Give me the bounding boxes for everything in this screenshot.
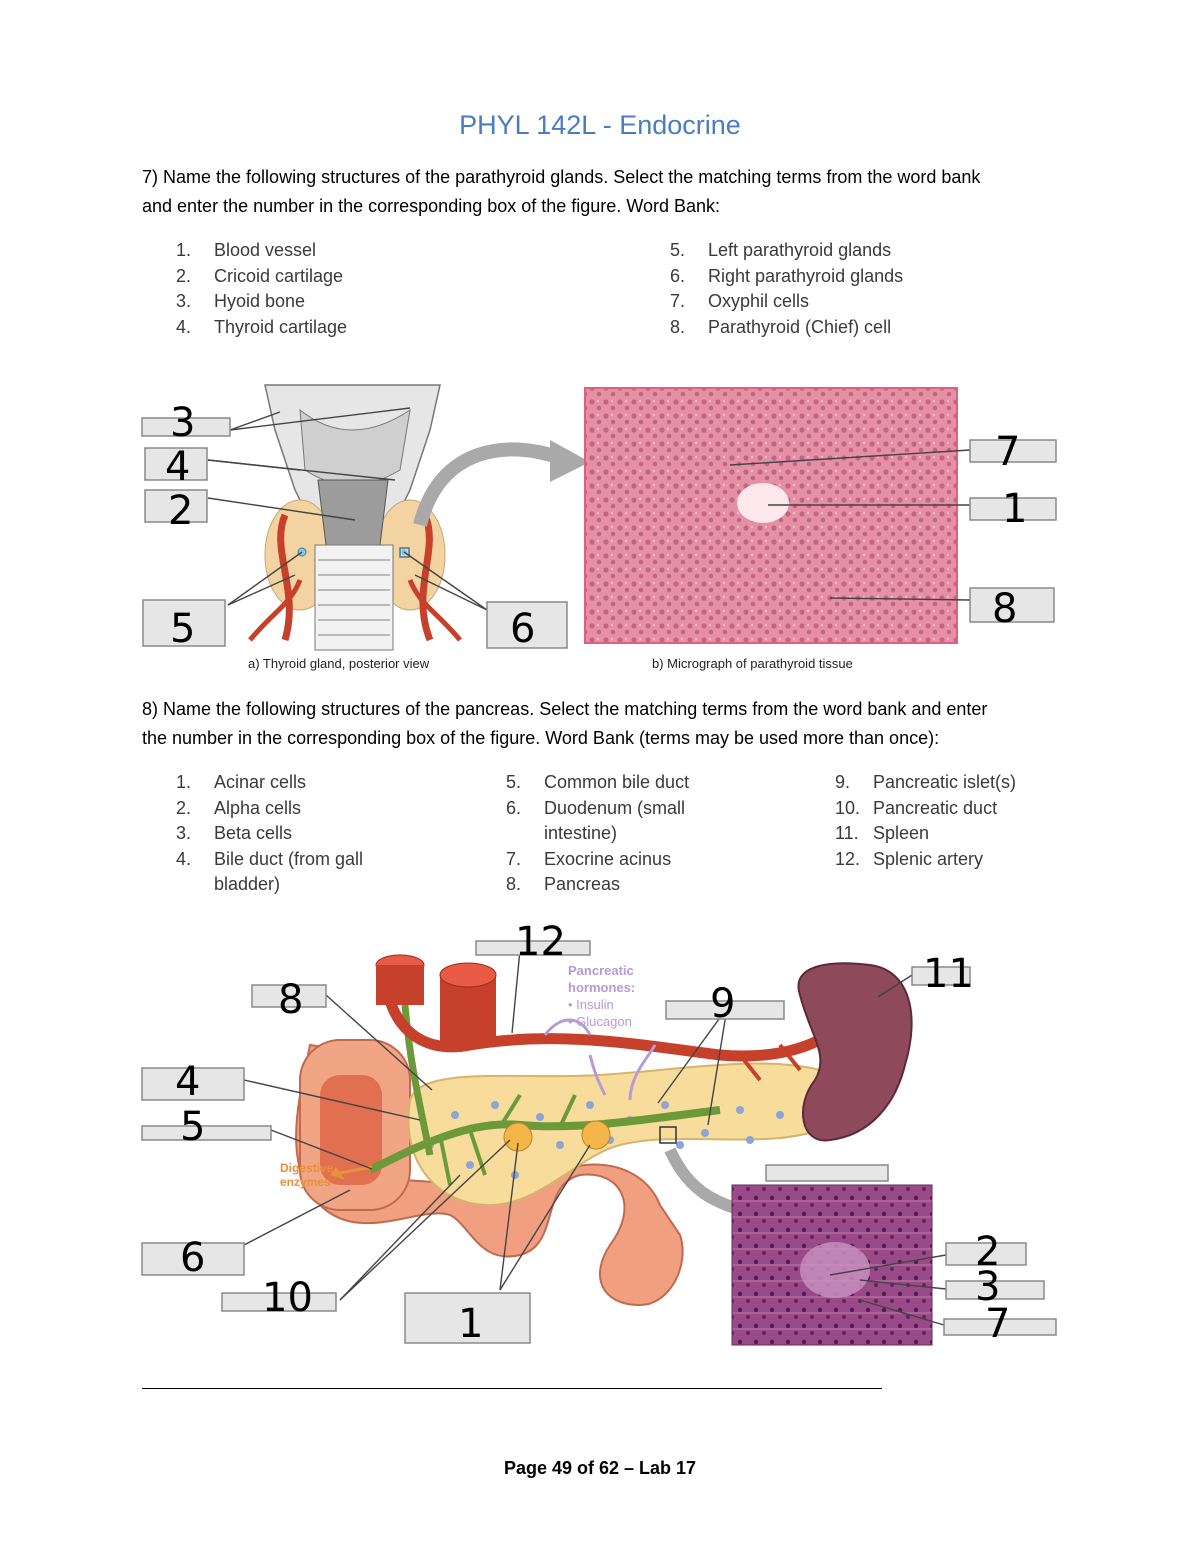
answer-chief-cell: 8	[992, 586, 1017, 632]
page-footer: Page 49 of 62 – Lab 17	[503, 1458, 697, 1478]
answer-right-parathyroid: 6	[510, 606, 535, 652]
q8-word-bank-col1: 1.Acinar cells 2.Alpha cells 3.Beta cell…	[176, 770, 406, 898]
answer-box-splenic-artery[interactable]	[475, 940, 591, 956]
answer-box-left-parathyroid[interactable]	[142, 599, 226, 647]
answer-box-cricoid[interactable]	[144, 489, 208, 523]
answer-spleen: 11	[923, 951, 974, 997]
list-item: 4.Bile duct (from gall	[176, 848, 364, 869]
answer-bile-duct: 4	[175, 1059, 200, 1105]
answer-cricoid: 2	[168, 488, 193, 534]
footer-divider	[142, 1388, 882, 1389]
answer-thyroid-cartilage: 4	[165, 444, 190, 490]
list-item: 11.Spleen	[835, 823, 930, 843]
page-title: PHYL 142L - Endocrine	[459, 110, 741, 140]
digestive-label: Digestive	[280, 1161, 334, 1175]
thyroid-gland-illustration	[248, 384, 462, 651]
q7-word-bank-col1: 1.Blood vessel 2.Cricoid cartilage 3.Hyo…	[176, 238, 596, 340]
list-item: 4.Thyroid cartilage	[176, 316, 348, 337]
list-item: 12.Splenic artery	[835, 848, 984, 869]
answer-box-pancreas[interactable]	[251, 984, 327, 1008]
q8-word-bank-col2: 5.Common bile duct 6.Duodenum (small int…	[506, 770, 726, 898]
answer-hyoid: 3	[170, 400, 195, 446]
hormone-insulin: • Insulin	[568, 997, 614, 1012]
answer-box-thyroid-cartilage[interactable]	[144, 447, 208, 481]
list-item: 6.Right parathyroid glands	[670, 265, 904, 286]
answer-box-blood-vessel[interactable]	[969, 497, 1057, 521]
pancreas-illustration	[295, 954, 913, 1307]
answer-box-duodenum[interactable]	[141, 1242, 245, 1276]
answer-box-hyoid[interactable]	[141, 417, 231, 437]
q8-word-bank-col3: 9.Pancreatic islet(s) 10.Pancreatic duct…	[835, 770, 1065, 872]
answer-duodenum: 6	[180, 1235, 205, 1281]
enzymes-label: enzymes	[280, 1175, 331, 1189]
answer-blood-vessel: 1	[1002, 486, 1027, 532]
question-7-prompt: 7) Name the following structures of the …	[142, 167, 981, 216]
list-item: 2.Cricoid cartilage	[176, 265, 344, 286]
answer-common-bile-duct: 5	[180, 1104, 205, 1150]
answer-acinar: 1	[458, 1301, 483, 1347]
list-item: 10.Pancreatic duct	[835, 797, 998, 818]
list-item: 5.Common bile duct	[506, 772, 690, 792]
question-8-prompt: 8) Name the following structures of the …	[142, 699, 988, 748]
list-item: 7.Exocrine acinus	[506, 848, 672, 869]
answer-box-chief-cell[interactable]	[969, 587, 1055, 623]
answer-box-oxyphil[interactable]	[969, 439, 1057, 463]
answer-oxyphil: 7	[995, 429, 1020, 475]
pancreas-figure: Pancreatic hormones: • Insulin • Glucago…	[141, 919, 1057, 1347]
caption-micrograph: b) Micrograph of parathyroid tissue	[652, 656, 853, 671]
answer-pancreas: 8	[278, 977, 303, 1023]
answer-box-spleen[interactable]	[911, 966, 971, 986]
answer-box-acinus[interactable]	[943, 1318, 1057, 1336]
list-item: 5.Left parathyroid glands	[670, 240, 892, 260]
list-item: 1.Acinar cells	[176, 772, 307, 792]
list-item: 6.Duodenum (small	[506, 797, 686, 818]
list-item: 8.Pancreas	[506, 874, 621, 894]
answer-box-islet-label[interactable]	[765, 1164, 889, 1182]
answer-box-pancreatic-duct[interactable]	[221, 1292, 337, 1312]
answer-box-acinar[interactable]	[404, 1292, 531, 1344]
answer-left-parathyroid: 5	[170, 606, 195, 652]
list-item: 3.Hyoid bone	[176, 291, 306, 311]
answer-box-alpha[interactable]	[945, 1242, 1027, 1266]
blood-vessel-lumen	[737, 483, 789, 523]
parathyroid-figure: 3 4 2 5 6 7 1 8 a) Thyroid gland, poster…	[141, 384, 1057, 671]
hormone-glucagon: • Glucagon	[568, 1014, 632, 1029]
answer-splenic-artery: 12	[515, 919, 566, 965]
caption-thyroid: a) Thyroid gland, posterior view	[248, 656, 430, 671]
transition-arrow	[413, 442, 563, 527]
answer-pancreatic-duct: 10	[262, 1275, 313, 1321]
q7-word-bank-col2: 5.Left parathyroid glands 6.Right parath…	[670, 238, 1070, 340]
list-item: 7.Oxyphil cells	[670, 291, 810, 311]
list-item: bladder)	[214, 874, 281, 894]
answer-islets: 9	[710, 981, 735, 1027]
list-item: 8.Parathyroid (Chief) cell	[670, 316, 892, 337]
list-item: 2.Alpha cells	[176, 797, 302, 818]
answer-box-bile-duct[interactable]	[141, 1067, 245, 1101]
answer-box-common-bile-duct[interactable]	[141, 1125, 272, 1141]
answer-box-beta[interactable]	[945, 1280, 1045, 1300]
answer-acinus: 7	[985, 1301, 1010, 1347]
hormones-title-2: hormones:	[568, 980, 635, 995]
list-item: 9.Pancreatic islet(s)	[835, 772, 1017, 792]
answer-alpha: 2	[975, 1229, 1000, 1275]
answer-box-right-parathyroid[interactable]	[486, 601, 568, 649]
list-item: intestine)	[544, 823, 618, 843]
hormones-title: Pancreatic	[568, 963, 634, 978]
list-item: 1.Blood vessel	[176, 240, 317, 260]
list-item: 3.Beta cells	[176, 823, 293, 843]
answer-box-islets[interactable]	[665, 1000, 785, 1020]
answer-beta: 3	[975, 1264, 1000, 1310]
